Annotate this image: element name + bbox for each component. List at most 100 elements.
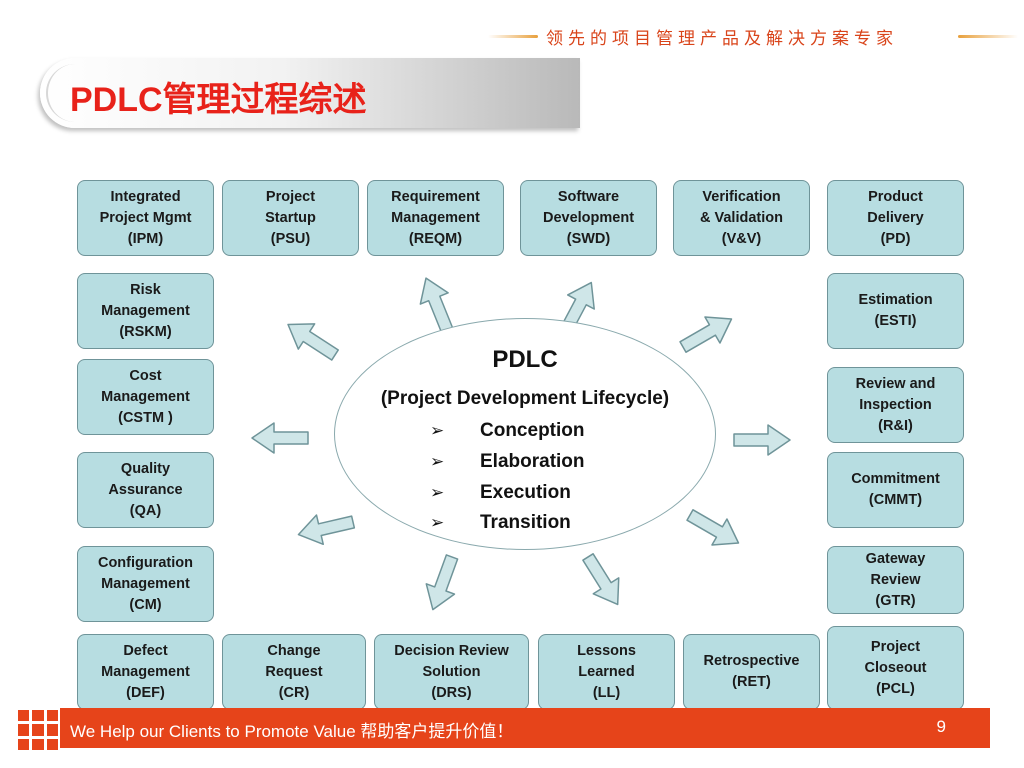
box-ret: Retrospective (RET) (683, 634, 820, 710)
phase-item: ➢ Conception (430, 420, 585, 442)
box-reqm-line3: (REQM) (408, 230, 463, 247)
box-qa: Quality Assurance (QA) (77, 452, 214, 528)
box-def-line1: Defect (123, 642, 168, 659)
box-pd: Product Delivery (PD) (827, 180, 964, 256)
box-swd-line3: (SWD) (566, 230, 611, 247)
box-rskm-line3: (RSKM) (119, 323, 172, 340)
box-reqm-line1: Requirement (391, 188, 480, 205)
box-drs-line3: (DRS) (431, 684, 472, 701)
center-subtitle: (Project Development Lifecycle) (380, 388, 670, 409)
box-ll-line2: Learned (578, 663, 635, 680)
box-ipm-line3: (IPM) (127, 230, 164, 247)
box-cmmt: Commitment (CMMT) (827, 452, 964, 528)
box-vv-line1: Verification (702, 188, 781, 205)
box-cm: Configuration Management (CM) (77, 546, 214, 622)
arrow-to-cmmt (681, 501, 747, 557)
box-swd: Software Development (SWD) (520, 180, 657, 256)
box-def-line3: (DEF) (126, 684, 165, 701)
box-vv-line2: & Validation (700, 209, 783, 226)
box-ipm-line1: Integrated (110, 188, 181, 205)
box-swd-line2: Development (542, 209, 635, 226)
box-cm-line2: Management (101, 575, 190, 592)
box-pcl-line3: (PCL) (876, 680, 915, 697)
arrow-to-ll (574, 548, 632, 614)
box-reqm: Requirement Management (REQM) (367, 180, 504, 256)
box-rskm-line1: Risk (130, 281, 161, 298)
box-ri: Review and Inspection (R&I) (827, 367, 964, 443)
tagline-right-rule (958, 35, 1018, 38)
page-number: 9 (936, 717, 946, 736)
arrow-to-cm (294, 506, 358, 550)
box-cstm: Cost Management (CSTM ) (77, 359, 214, 435)
box-drs-line1: Decision Review (394, 642, 509, 659)
phase-label: Execution (480, 482, 571, 503)
title-banner: PDLC管理过程综述 (40, 58, 580, 128)
box-psu-line1: Project (265, 188, 316, 205)
box-esti: Estimation (ESTI) (827, 273, 964, 349)
box-rskm-line2: Management (101, 302, 190, 319)
phase-label: Conception (480, 420, 585, 441)
box-reqm-line2: Management (391, 209, 480, 226)
arrow-to-cstm (251, 422, 309, 454)
box-cstm-line2: Management (101, 388, 190, 405)
box-drs-line2: Solution (422, 663, 481, 680)
box-vv: Verification & Validation (V&V) (673, 180, 810, 256)
box-pd-line1: Product (868, 188, 923, 205)
box-vv-line3: (V&V) (721, 230, 762, 247)
box-def-line2: Management (101, 663, 190, 680)
slide-title: PDLC管理过程综述 (70, 81, 367, 119)
box-ipm: Integrated Project Mgmt (IPM) (77, 180, 214, 256)
box-def: Defect Management (DEF) (77, 634, 214, 710)
box-pcl-line1: Project (870, 638, 921, 655)
box-cstm-line3: (CSTM ) (118, 409, 173, 426)
box-pcl: Project Closeout (PCL) (827, 626, 964, 710)
box-qa-line3: (QA) (129, 502, 162, 519)
footer-slogan: We Help our Clients to Promote Value 帮助客… (70, 722, 514, 741)
arrow-to-drs (418, 551, 467, 616)
box-ret-line2: (RET) (732, 674, 771, 690)
box-pd-line2: Delivery (867, 209, 924, 226)
box-ll-line1: Lessons (577, 642, 636, 659)
box-qa-line1: Quality (120, 460, 171, 477)
phase-label: Elaboration (480, 451, 585, 472)
box-rskm: Risk Management (RSKM) (77, 273, 214, 349)
box-cr-line3: (CR) (278, 684, 310, 701)
arrow-bullet-icon: ➢ (430, 513, 445, 532)
center-ellipse (334, 318, 716, 550)
arrow-bullet-icon: ➢ (430, 452, 445, 471)
box-cstm-line1: Cost (129, 367, 162, 384)
center-title: PDLC (492, 346, 558, 373)
box-ri-line1: Review and (855, 375, 936, 392)
box-cm-line3: (CM) (129, 596, 162, 613)
phase-item: ➢ Execution (430, 482, 571, 504)
phase-item: ➢ Transition (430, 512, 571, 534)
box-gtr-line2: Review (870, 571, 921, 588)
tagline-left-rule (488, 35, 538, 38)
box-psu: Project Startup (PSU) (222, 180, 359, 256)
box-gtr-line3: (GTR) (875, 592, 916, 609)
box-qa-line2: Assurance (108, 481, 183, 498)
box-psu-line3: (PSU) (270, 230, 311, 247)
box-ri-line2: Inspection (859, 396, 932, 413)
header-tagline-group: 领先的项目管理产品及解决方案专家 (488, 22, 1018, 50)
box-gtr: Gateway Review (GTR) (827, 546, 964, 614)
arrow-to-ri (733, 424, 791, 456)
box-ri-line3: (R&I) (878, 417, 913, 434)
box-ll: Lessons Learned (LL) (538, 634, 675, 710)
box-cr-line2: Request (265, 663, 323, 680)
box-ipm-line2: Project Mgmt (99, 209, 192, 226)
box-pd-line3: (PD) (880, 230, 911, 247)
box-cr-line1: Change (267, 642, 321, 659)
box-ll-line3: (LL) (592, 684, 621, 701)
box-swd-line1: Software (557, 188, 620, 205)
box-esti-line1: Estimation (858, 292, 933, 308)
grid-logo-icon (18, 710, 58, 750)
box-cmmt-line1: Commitment (851, 471, 940, 487)
header-tagline: 领先的项目管理产品及解决方案专家 (546, 29, 898, 48)
box-cmmt-line2: (CMMT) (868, 492, 923, 508)
phase-label: Transition (480, 512, 571, 533)
arrow-bullet-icon: ➢ (430, 421, 445, 440)
box-gtr-line1: Gateway (865, 550, 926, 567)
box-cm-line1: Configuration (97, 554, 194, 571)
arrow-bullet-icon: ➢ (430, 483, 445, 502)
